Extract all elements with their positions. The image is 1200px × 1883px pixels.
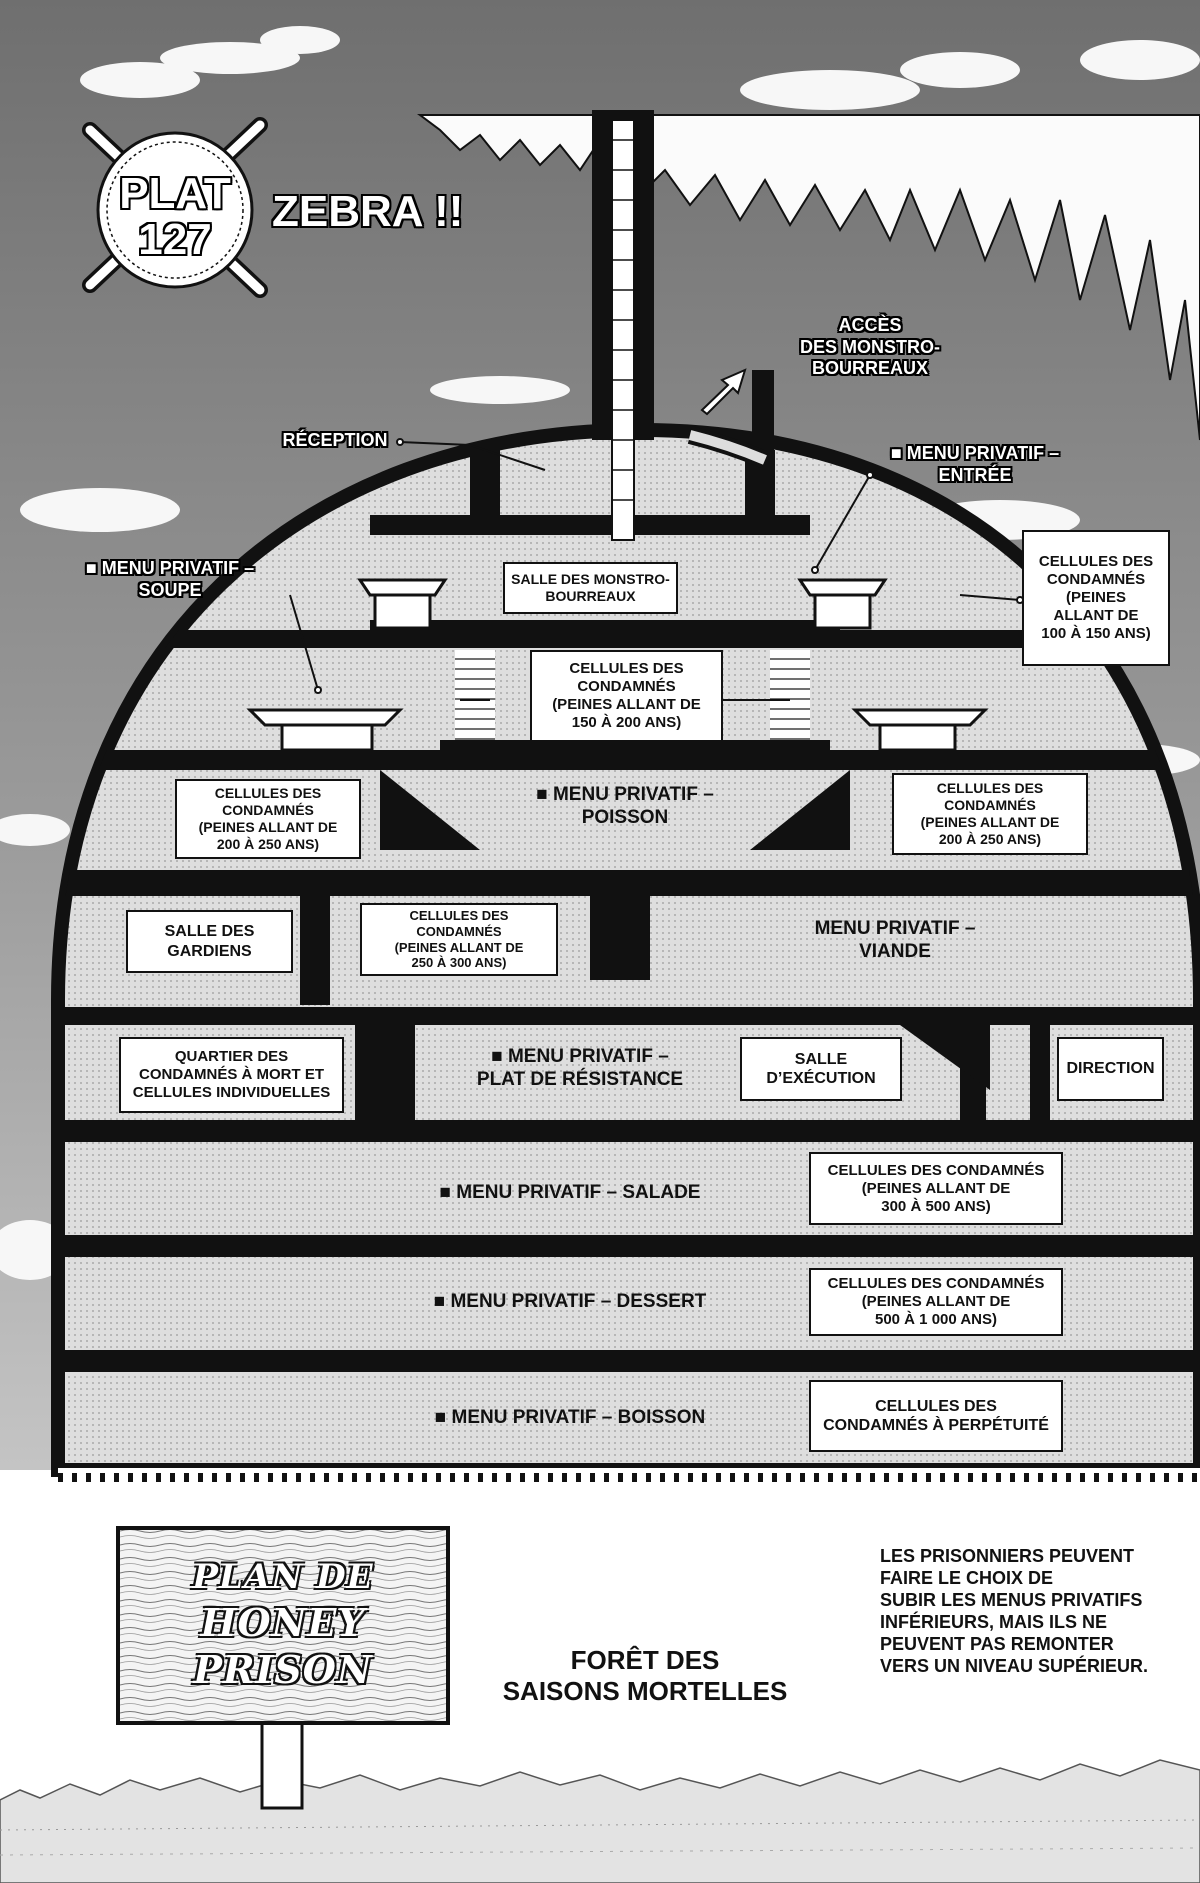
label-reception: RÉCEPTION (282, 430, 388, 450)
plate-emblem (82, 117, 268, 298)
label-menu-entree: ■ MENU PRIVATIF –ENTRÉE (890, 443, 1060, 485)
chapter-number: 127 (138, 215, 212, 264)
label-menu-poisson: ■ MENU PRIVATIF –POISSON (536, 784, 714, 828)
label-menu-plat: ■ MENU PRIVATIF –PLAT DE RÉSISTANCE (476, 1046, 684, 1090)
dome-walls (58, 450, 1200, 1372)
chapter-title: ZEBRA !! (272, 187, 464, 236)
leader-lines (289, 441, 1021, 1790)
label-menu-dessert: ■ MENU PRIVATIF – DESSERT (433, 1291, 707, 1312)
label-menu-boisson: ■ MENU PRIVATIF – BOISSON (434, 1407, 706, 1428)
chapter-plat-label: PLAT (119, 169, 231, 218)
signpost (116, 1526, 450, 1810)
label-menu-soupe: ■ MENU PRIVATIF –SOUPE (85, 558, 255, 600)
box-salle-monstro: SALLE DES MONSTRO-BOURREAUX (503, 562, 678, 614)
box-direction: DIRECTION (1057, 1037, 1164, 1101)
label-menu-salade: ■ MENU PRIVATIF – SALADE (439, 1182, 701, 1203)
label-menu-viande: MENU PRIVATIF –VIANDE (814, 918, 976, 962)
rock-ceiling (417, 114, 1200, 441)
